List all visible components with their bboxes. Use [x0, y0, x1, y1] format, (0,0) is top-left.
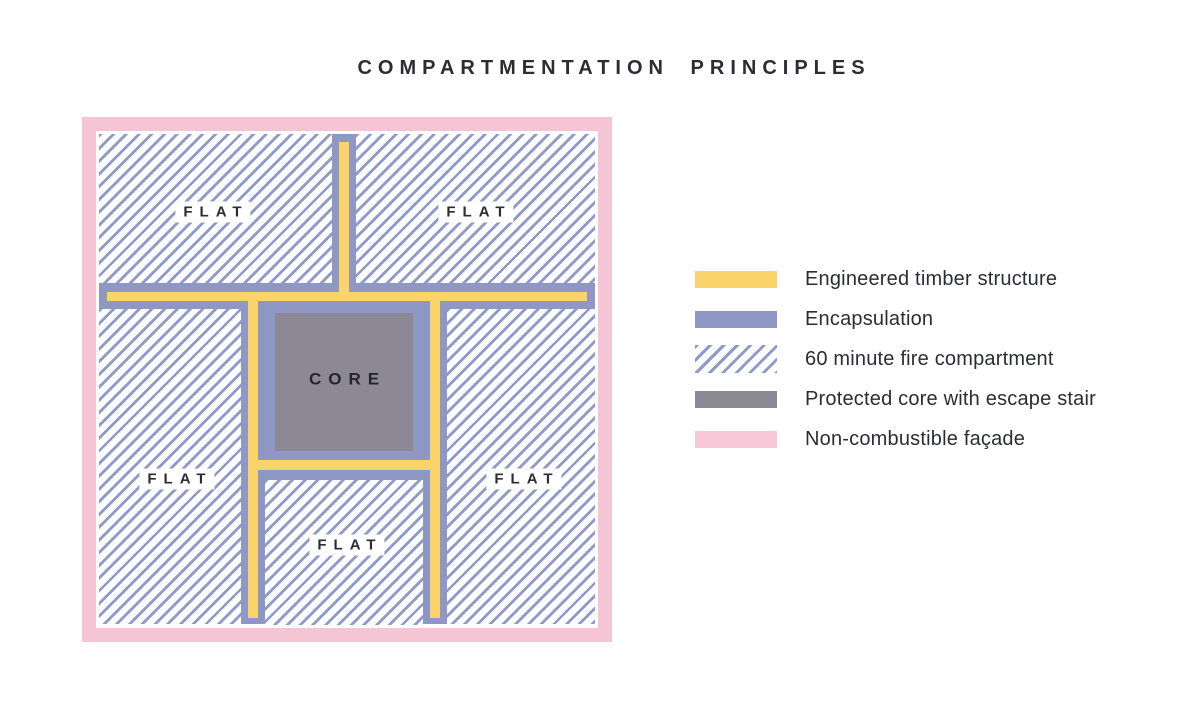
flat-label-top-right: FLAT — [438, 201, 514, 223]
legend-label-encapsulation: Encapsulation — [805, 307, 934, 330]
legend-label-fire-compartment: 60 minute fire compartment — [805, 347, 1054, 370]
legend-item-protected-core: Protected core with escape stair — [695, 379, 1135, 419]
timber-stripe-top-vertical — [339, 142, 349, 301]
core-label: CORE — [308, 369, 387, 389]
legend-item-timber: Engineered timber structure — [695, 259, 1135, 299]
flat-label-right: FLAT — [486, 468, 562, 490]
timber-stripe-left-vertical — [248, 292, 258, 618]
legend-swatch-encapsulation — [695, 310, 777, 328]
flat-region-left — [99, 309, 241, 624]
flat-label-bottom-center: FLAT — [309, 534, 385, 556]
timber-stripe-below-core — [248, 460, 440, 470]
legend-swatch-timber — [695, 270, 777, 288]
flat-region-bottom-center — [265, 480, 423, 625]
legend-swatch-protected-core — [695, 390, 777, 408]
flat-label-left: FLAT — [139, 468, 215, 490]
floor-plan-diagram: FLAT FLAT FLAT FLAT FLAT CORE — [82, 117, 612, 642]
protected-core-square — [275, 313, 413, 451]
legend-swatch-fire-compartment — [695, 345, 777, 373]
legend: Engineered timber structure Encapsulatio… — [695, 259, 1135, 459]
page-title: COMPARTMENTATION PRINCIPLES — [357, 57, 871, 79]
legend-swatch-facade — [695, 430, 777, 448]
legend-label-protected-core: Protected core with escape stair — [805, 387, 1096, 410]
legend-item-encapsulation: Encapsulation — [695, 299, 1135, 339]
timber-stripe-right-vertical — [430, 292, 440, 618]
legend-label-facade: Non-combustible façade — [805, 427, 1026, 450]
legend-label-timber: Engineered timber structure — [805, 267, 1058, 290]
flat-region-right — [447, 309, 595, 624]
legend-item-fire-compartment: 60 minute fire compartment — [695, 339, 1135, 379]
flat-label-top-left: FLAT — [175, 201, 251, 223]
legend-item-facade: Non-combustible façade — [695, 419, 1135, 459]
